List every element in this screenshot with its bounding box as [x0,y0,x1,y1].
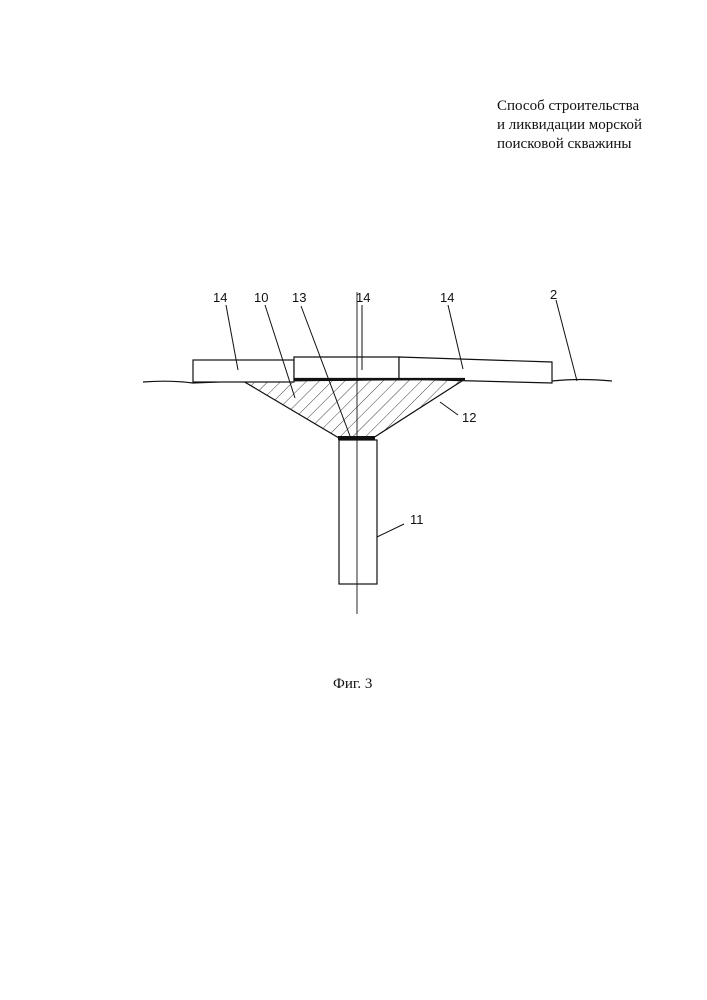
figure-caption: Фиг. 3 [333,676,372,693]
slab-center [294,357,399,379]
leader-11 [377,524,404,537]
seal-plate [338,436,375,440]
label-2: 2 [550,287,557,302]
cement-plug [243,379,465,438]
label-11: 11 [410,512,424,527]
label-14-center: 14 [356,290,370,305]
label-13: 13 [292,290,306,305]
leader-2 [556,300,577,381]
slab-left [193,360,294,382]
leader-12 [440,402,458,415]
label-14-right: 14 [440,290,454,305]
casing-pipe [339,440,377,584]
label-10: 10 [254,290,268,305]
label-14-left: 14 [213,290,227,305]
label-12: 12 [462,410,476,425]
